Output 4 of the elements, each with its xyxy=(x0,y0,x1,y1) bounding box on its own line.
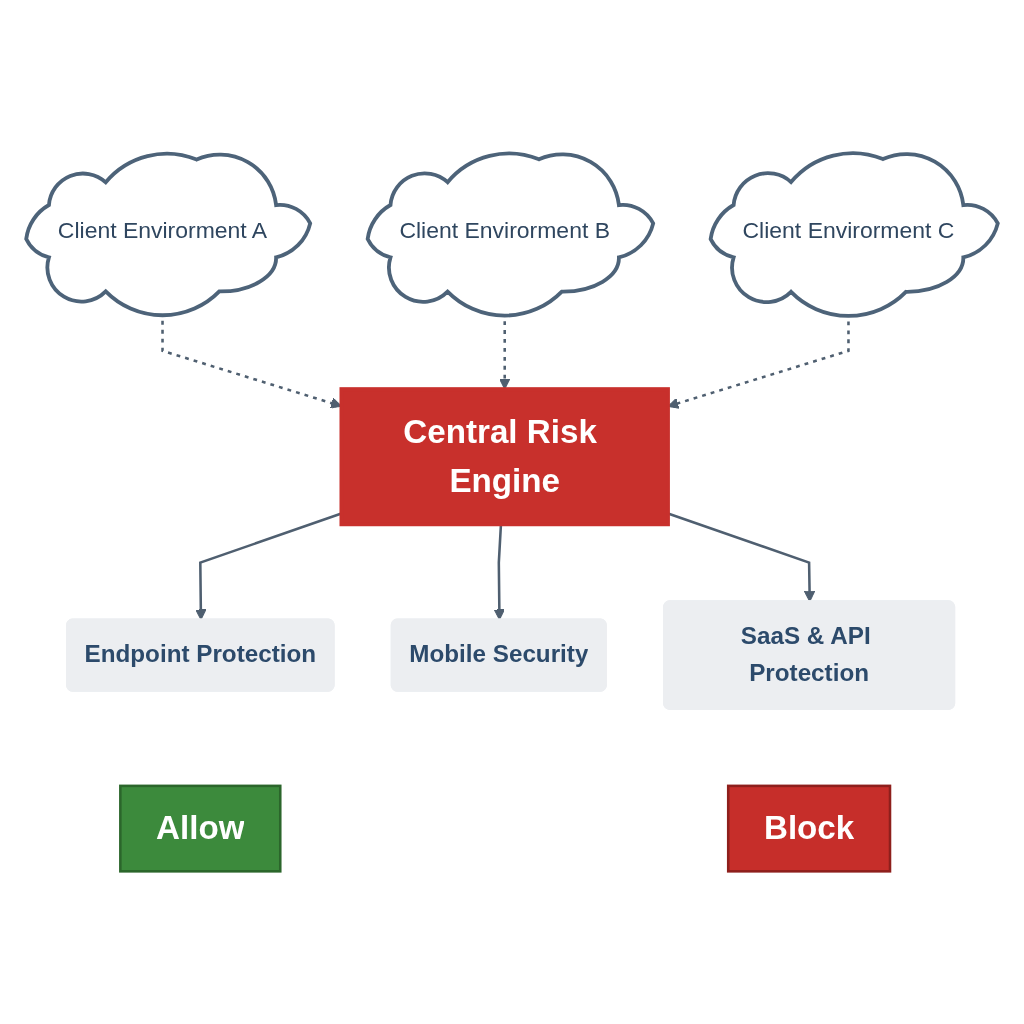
node-box: Block xyxy=(726,784,892,873)
node-box: Allow xyxy=(119,784,282,873)
arrow xyxy=(493,524,505,620)
node-box: Central Risk Engine xyxy=(339,386,670,526)
